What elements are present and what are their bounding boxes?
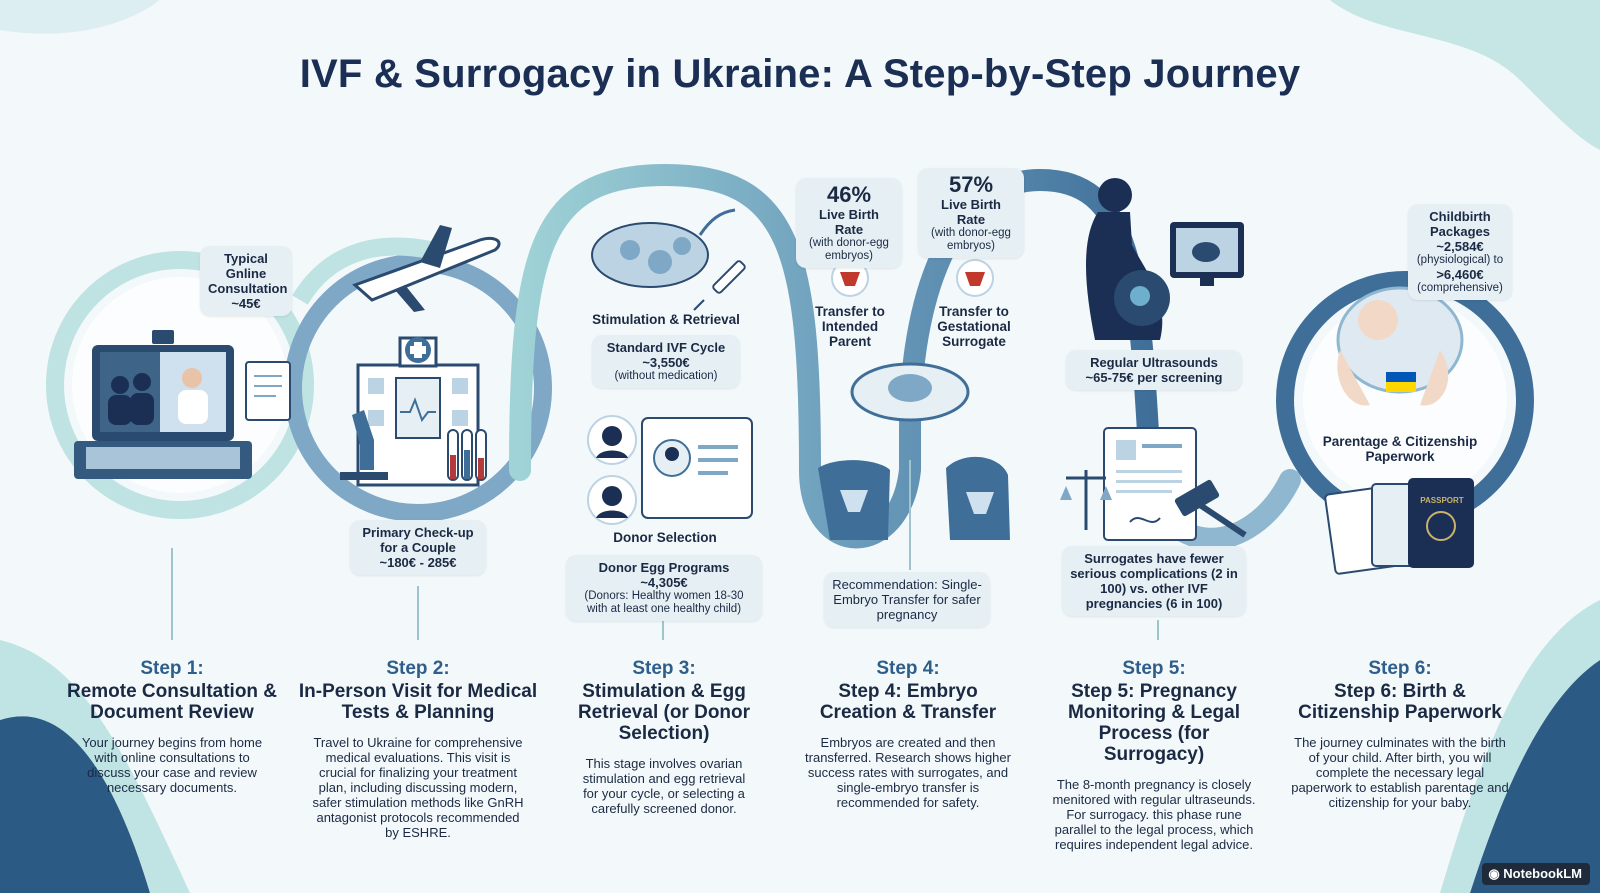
complications-callout: Surrogates have fewer serious complicati… (1062, 546, 1246, 616)
step-description: This stage involves ovarian stimulation … (582, 756, 746, 816)
step-description: Travel to Ukraine for comprehensive medi… (312, 735, 524, 840)
ivf-cycle-callout: Standard IVF Cycle ~3,550€ (without medi… (592, 335, 740, 388)
airplane-icon (352, 225, 501, 312)
step-description: The journey culminates with the birth of… (1291, 735, 1509, 810)
recommendation-callout: Recommendation: Single-Embryo Transfer f… (824, 572, 990, 627)
passport-icon (1324, 478, 1474, 575)
step-title: Step 5: Pregnancy Monitoring & Legal Pro… (1067, 681, 1241, 765)
baby-icon (1336, 286, 1464, 406)
online-consultation-callout: Typical Gnline Consultation ~45€ (200, 246, 292, 316)
childbirth-packages-callout: Childbirth Packages ~2,584€ (physiologic… (1408, 204, 1512, 300)
paperwork-label: Parentage & Citizenship Paperwork (1322, 434, 1478, 464)
page-title: IVF & Surrogacy in Ukraine: A Step-by-St… (299, 52, 1301, 96)
pregnant-woman-icon (1085, 178, 1170, 340)
transfer-surrogate-label: Transfer to Gestational Surrogate (937, 304, 1011, 349)
step-title: Remote Consultation & Document Review (66, 681, 278, 723)
stimulation-retrieval-label: Stimulation & Retrieval (592, 312, 740, 327)
petri-dish-icon (850, 362, 970, 422)
gavel-icon (1174, 479, 1247, 538)
step-number: Step 4: (876, 658, 940, 679)
laptop-video-call-icon (74, 330, 252, 479)
checkup-callout: Primary Check-up for a Couple ~180€ - 28… (350, 520, 486, 575)
step-description: Embryos are created and then transferred… (805, 735, 1011, 810)
step-description: Your journey begins from home with onlin… (81, 735, 263, 795)
step-number: Step 2: (386, 658, 450, 679)
test-tubes-icon (447, 429, 487, 481)
live-birth-rate-parent-callout: 46% Live Birth Rate (with donor-egg embr… (796, 178, 902, 268)
transfer-parent-label: Transfer to Intended Parent (815, 304, 885, 349)
passport-text: PASSPORT (1420, 496, 1464, 505)
step-number: Step 6: (1368, 658, 1432, 679)
step-2: Step 2: In-Person Visit for Medical Test… (298, 658, 538, 840)
syringe-icon (693, 260, 746, 311)
scales-icon (1060, 470, 1112, 530)
step-6: Step 6: Step 6: Birth & Citizenship Pape… (1280, 658, 1520, 810)
torso-uterus-icon (818, 456, 1010, 540)
ultrasound-monitor-icon (1170, 222, 1244, 286)
corner-blob (1470, 660, 1600, 893)
step-title: Stimulation & Egg Retrieval (or Donor Se… (577, 681, 751, 744)
document-icon (245, 361, 291, 421)
microscope-icon (340, 410, 388, 480)
step-number: Step 5: (1122, 658, 1186, 679)
step-number: Step 1: (140, 658, 204, 679)
step-title: Step 6: Birth & Citizenship Paperwork (1298, 681, 1502, 723)
step-4: Step 4: Step 4: Embryo Creation & Transf… (788, 658, 1028, 810)
step-1: Step 1: Remote Consultation & Document R… (52, 658, 292, 795)
step-title: In-Person Visit for Medical Tests & Plan… (298, 681, 538, 723)
step-3: Step 3: Stimulation & Egg Retrieval (or … (544, 658, 784, 816)
corner-blob (0, 716, 150, 893)
donor-profile-icon (587, 415, 753, 525)
uterus-icon (831, 259, 994, 297)
step-5: Step 5: Step 5: Pregnancy Monitoring & L… (1034, 658, 1274, 852)
step-number: Step 3: (632, 658, 696, 679)
step-title: Step 4: Embryo Creation & Transfer (819, 681, 997, 723)
notebooklm-badge: ◉ NotebookLM (1482, 863, 1590, 885)
ukraine-flag-icon (1386, 372, 1416, 392)
legal-document-icon (1103, 427, 1197, 541)
ovary-icon (591, 208, 736, 288)
hospital-icon (356, 336, 480, 487)
path-circle (46, 251, 314, 519)
notebooklm-logo-icon: ◉ (1488, 866, 1504, 881)
donor-selection-label: Donor Selection (613, 530, 717, 545)
donor-egg-callout: Donor Egg Programs ~4,305€ (Donors: Heal… (566, 555, 762, 621)
step-description: The 8-month pregnancy is closely menitor… (1052, 777, 1256, 852)
ultrasounds-callout: Regular Ultrasounds ~65-75€ per screenin… (1066, 350, 1242, 390)
live-birth-rate-surrogate-callout: 57% Live Birth Rate (with donor-egg embr… (918, 168, 1024, 258)
